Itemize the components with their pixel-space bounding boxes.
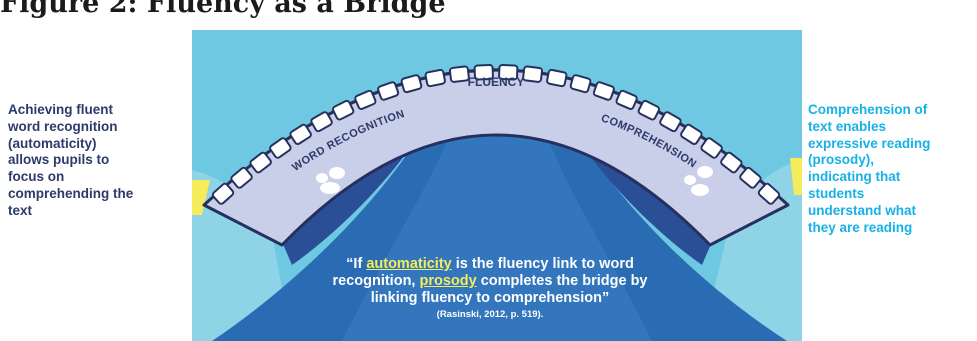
right-annotation-line: students [808,185,865,201]
bridge-stone [448,65,470,83]
fluency-label: FLUENCY [468,75,525,89]
left-annotation-line: (automaticity) [8,135,97,151]
stone-cluster-right [684,166,713,196]
bridge-stone [332,99,355,121]
right-annotation-line: expressive reading [808,135,931,151]
right-annotation-line: text enables [808,118,887,134]
quote-block: “If automaticity is the fluency link to … [260,256,720,320]
bridge-stone [498,63,519,81]
bridge-stone [615,89,638,110]
bridge-stone [700,137,723,159]
left-annotation-line: allows pupils to [8,152,110,168]
bridge-stone [569,74,592,94]
citation: (Rasinski, 2012, p. 519). [436,309,544,320]
bridge-illustration: WORD RECOGNITION COMPREHENSION FLUENCY [192,30,802,341]
bridge-stone [424,68,446,88]
automaticity-highlight: automaticity [366,256,452,272]
bridge-stone [592,81,615,101]
quote-text: “If [346,256,367,272]
bridge-stone [310,111,333,133]
right-annotation: Comprehension of text enables expressive… [808,102,973,236]
left-annotation-line: focus on [8,169,65,185]
quote-text: completes the bridge by [476,273,648,289]
quote-line-1: “If automaticity is the fluency link to … [260,256,720,273]
right-bank-accent [790,158,802,195]
prosody-highlight: prosody [419,273,477,289]
bridge-stone [720,151,743,174]
bridge-stone [522,65,544,83]
left-annotation-line: comprehending the [8,185,134,201]
left-annotation-line: Achieving fluent [8,102,114,117]
right-annotation-line: (prosody), [808,152,874,168]
bridge-stone [739,166,762,189]
bridge-stone [400,74,423,94]
quote-line-2: recognition, prosody completes the bridg… [260,273,720,290]
brick-row [211,63,781,205]
bridge-stone [211,182,235,205]
bridge-stone [289,123,312,145]
bridge-stone [680,123,703,145]
bridge-stone [377,81,400,101]
bridge-stone [637,99,660,121]
stone-cluster-left [316,167,345,194]
left-annotation-line: text [8,202,33,218]
bridge-stone [473,64,494,81]
road-highlight [342,100,652,341]
bridge-stone [249,151,272,174]
right-annotation-line: Comprehension of [808,102,928,117]
quote-text: recognition, [332,273,420,289]
left-annotation-line: word recognition [8,118,118,134]
bridge-stone [546,68,568,88]
bridge-stone [269,137,292,159]
bridge-stone [230,166,253,189]
bridge-stone [659,111,682,133]
bridge-stone [354,89,377,110]
right-annotation-line: indicating that [808,169,901,185]
left-bank-accent [192,180,210,215]
right-annotation-line: understand what [808,202,917,218]
figure-heading: Figure 2: Fluency as a Bridge [0,0,446,19]
quote-text: is the fluency link to word [451,256,634,272]
left-annotation: Achieving fluent word recognition (autom… [8,102,180,220]
bridge-stone [757,182,781,205]
right-annotation-line: they are reading [808,219,913,235]
quote-line-3: linking fluency to comprehension” [370,290,610,306]
